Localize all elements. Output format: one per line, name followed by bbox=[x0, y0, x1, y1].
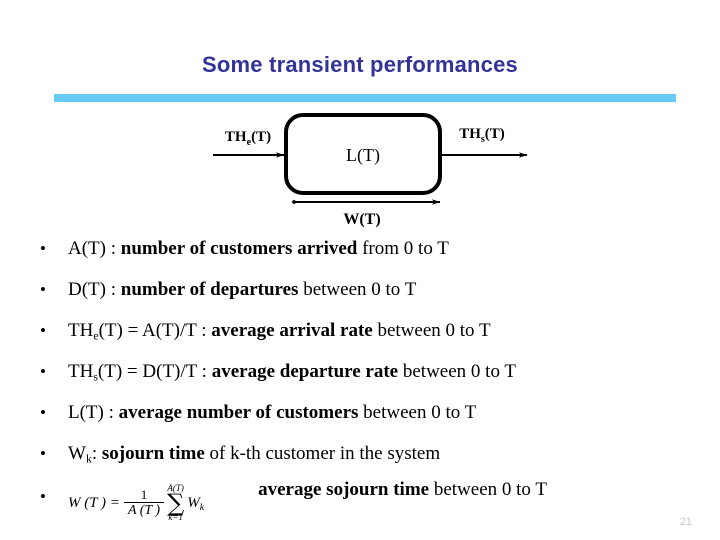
text-fragment: of k-th customer in the system bbox=[209, 443, 441, 464]
text-fragment: number of departures bbox=[120, 279, 304, 300]
text-fragment: (T) = A(T)/T : bbox=[98, 320, 212, 341]
text-fragment: from 0 to T bbox=[362, 238, 449, 259]
list-item-text: Wk: sojourn time of k-th customer in the… bbox=[68, 433, 440, 474]
list-item: • D(T) : number of departures between 0 t… bbox=[0, 269, 720, 310]
fraction-denominator: A (T ) bbox=[127, 503, 161, 519]
input-throughput-label: THe(T) bbox=[225, 129, 271, 148]
page-title: Some transient performances bbox=[202, 52, 518, 77]
list-item: • A(T) : number of customers arrived from… bbox=[0, 228, 720, 269]
text-fragment: L(T) : bbox=[68, 402, 119, 423]
list-item-text: D(T) : number of departures between 0 to… bbox=[68, 269, 416, 310]
text-fragment: : bbox=[91, 443, 102, 464]
text-fragment: average number of customers bbox=[118, 402, 364, 423]
summand-subscript: k bbox=[199, 501, 205, 513]
text-fragment: k bbox=[85, 452, 92, 466]
text-fragment: number of customers arrived bbox=[120, 238, 363, 259]
text-fragment: TH bbox=[68, 320, 94, 341]
bullet-dot-icon: • bbox=[40, 403, 46, 422]
fraction-numerator: 1 bbox=[123, 488, 165, 504]
formula-caption: average sojourn time between 0 to T bbox=[258, 464, 547, 516]
list-item-text: A(T) : number of customers arrived from … bbox=[68, 228, 449, 269]
bullet-dot-icon: • bbox=[40, 239, 46, 258]
text-fragment: between 0 to T bbox=[303, 279, 417, 300]
title-accent-bar bbox=[54, 94, 676, 102]
sum-upper-limit: A(T) bbox=[167, 483, 184, 493]
text-fragment: A(T) : bbox=[68, 238, 121, 259]
sigma-icon: ∑ bbox=[167, 489, 185, 517]
definition-list: • A(T) : number of customers arrived from… bbox=[0, 228, 720, 526]
formula-lhs: W (T ) = bbox=[68, 494, 120, 511]
list-item-text: THe(T) = A(T)/T : average arrival rate b… bbox=[68, 310, 491, 351]
text-fragment: average arrival rate bbox=[211, 320, 378, 341]
output-throughput-label: THs(T) bbox=[459, 126, 505, 145]
text-fragment: TH bbox=[68, 361, 94, 382]
text-fragment: between 0 to T bbox=[377, 320, 491, 341]
bullet-dot-icon: • bbox=[40, 280, 46, 299]
text-fragment: between 0 to T bbox=[433, 479, 547, 500]
list-item: • THe(T) = A(T)/T : average arrival rate … bbox=[0, 310, 720, 351]
list-item: • THs(T) = D(T)/T : average departure rat… bbox=[0, 351, 720, 392]
text-fragment: D(T) : bbox=[68, 279, 121, 300]
sojourn-span-label: W(T) bbox=[343, 211, 380, 228]
text-fragment: s bbox=[93, 370, 98, 384]
bullet-dot-icon: • bbox=[40, 362, 46, 381]
list-item: • L(T) : average number of customers betw… bbox=[0, 392, 720, 433]
bullet-dot-icon: • bbox=[40, 444, 46, 463]
bullet-dot-icon: • bbox=[40, 487, 46, 506]
list-item: • Wk: sojourn time of k-th customer in th… bbox=[0, 433, 720, 474]
formula-summation: A(T)∑k=1 bbox=[167, 484, 184, 522]
queueing-system-diagram: L(T) THe(T) THs(T) W(T) bbox=[190, 112, 540, 232]
text-fragment: sojourn time bbox=[101, 443, 210, 464]
formula-summand: Wk bbox=[187, 494, 205, 513]
text-fragment: between 0 to T bbox=[363, 402, 477, 423]
text-fragment: W bbox=[68, 443, 86, 464]
page-number: 21 bbox=[679, 516, 692, 528]
list-item-text: L(T) : average number of customers betwe… bbox=[68, 392, 476, 433]
text-fragment: between 0 to T bbox=[402, 361, 516, 382]
bullet-dot-icon: • bbox=[40, 321, 46, 340]
list-item-text: THs(T) = D(T)/T : average departure rate… bbox=[68, 351, 516, 392]
text-fragment: average sojourn time bbox=[258, 479, 434, 500]
sum-lower-limit: k=1 bbox=[168, 512, 183, 523]
text-fragment: average departure rate bbox=[211, 361, 403, 382]
text-fragment: (T) = D(T)/T : bbox=[97, 361, 212, 382]
text-fragment: e bbox=[93, 329, 99, 343]
system-box-label: L(T) bbox=[346, 145, 380, 166]
